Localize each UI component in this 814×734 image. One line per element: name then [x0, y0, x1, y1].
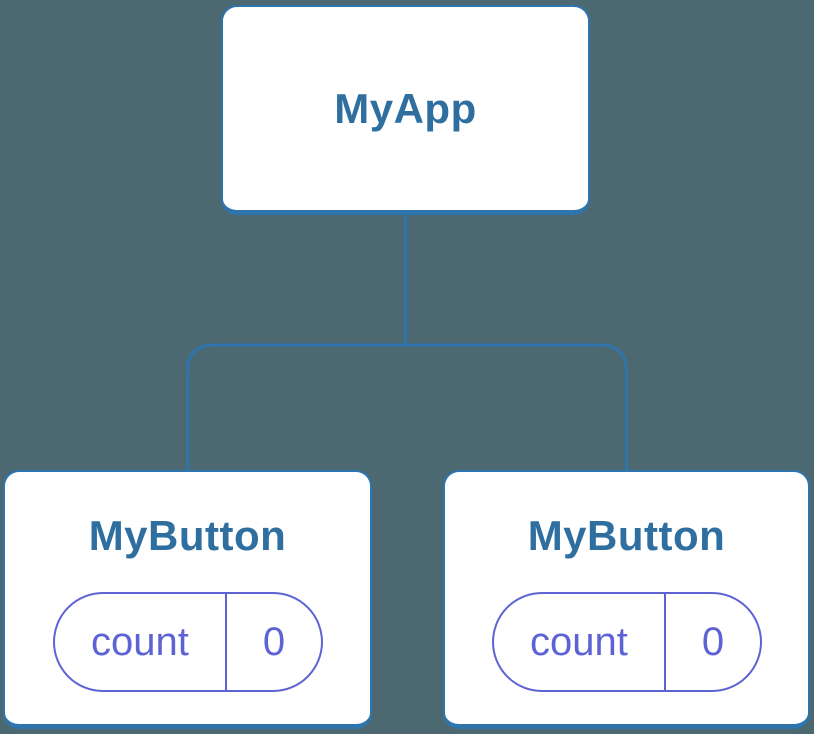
state-value: 0: [262, 619, 286, 664]
component-node-mybutton-left: MyButton count 0: [3, 470, 372, 729]
component-label: MyButton: [88, 512, 287, 559]
component-label: MyApp: [334, 84, 477, 132]
component-label: MyButton: [527, 512, 726, 559]
state-key-label: count: [494, 594, 667, 690]
state-value: 0: [701, 619, 725, 664]
state-key-label: count: [55, 594, 228, 690]
children-branch-connector: [186, 343, 628, 470]
state-pill: count 0: [491, 592, 762, 692]
component-node-mybutton-right: MyButton count 0: [443, 470, 810, 729]
state-pill: count 0: [52, 592, 323, 692]
component-node-myapp: MyApp: [221, 5, 590, 215]
